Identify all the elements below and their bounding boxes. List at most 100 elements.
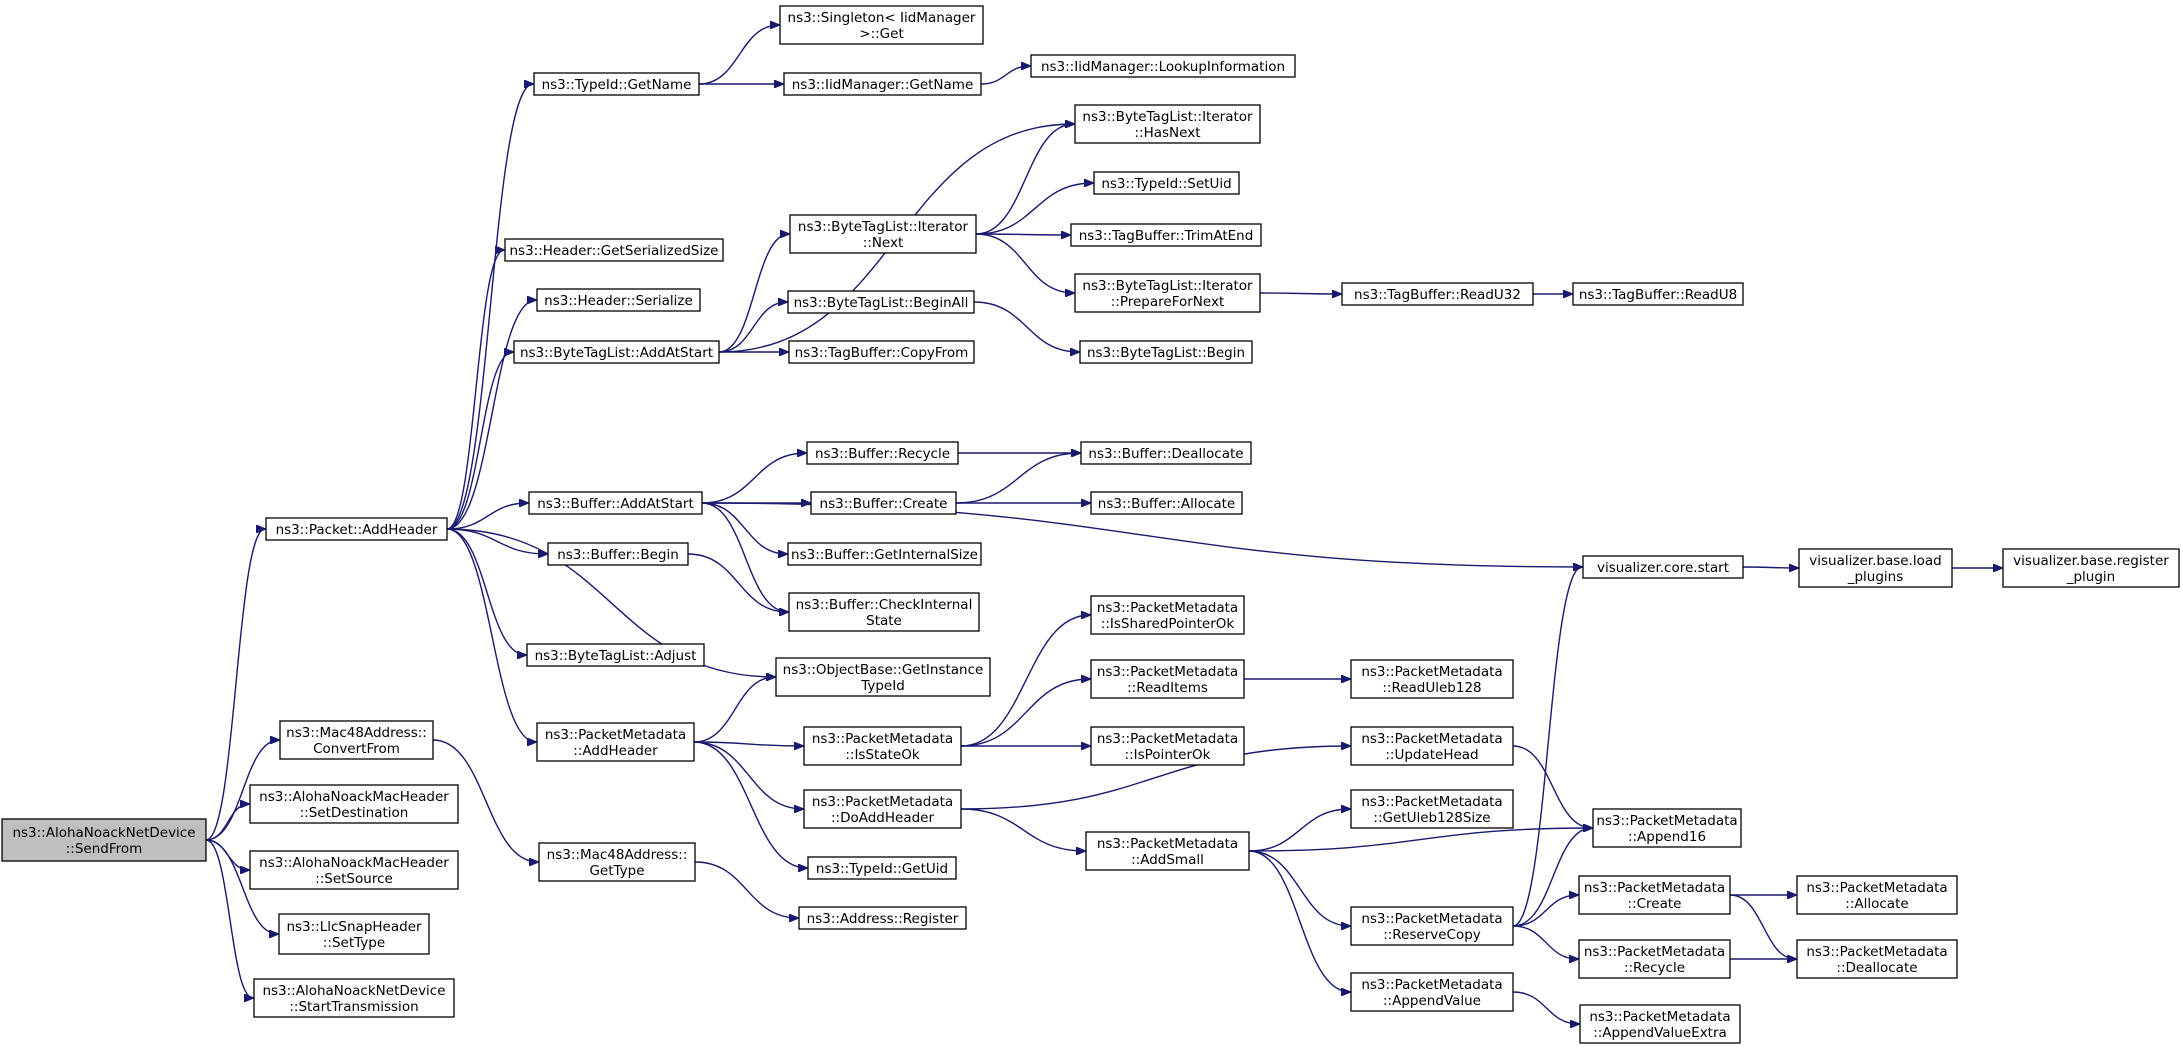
node-pm_allocate[interactable]: ns3::PacketMetadata::Allocate bbox=[1796, 875, 1958, 915]
node-mac48_gettype[interactable]: ns3::Mac48Address::GetType bbox=[538, 842, 696, 882]
node-starttx[interactable]: ns3::AlohaNoackNetDevice::StartTransmiss… bbox=[253, 978, 455, 1018]
node-btl_adjust[interactable]: ns3::ByteTagList::Adjust bbox=[526, 643, 705, 667]
node-label-line: ns3::ByteTagList::Adjust bbox=[535, 648, 697, 664]
node-label-line: ::UpdateHead bbox=[1385, 747, 1478, 763]
node-buf_addatstart[interactable]: ns3::Buffer::AddAtStart bbox=[528, 491, 703, 515]
edge-pm_reservecopy-to-pm_append16 bbox=[1512, 828, 1592, 927]
node-pm_create[interactable]: ns3::PacketMetadata::Create bbox=[1578, 875, 1731, 915]
node-setsource[interactable]: ns3::AlohaNoackMacHeader::SetSource bbox=[249, 850, 459, 890]
node-singleton_get[interactable]: ns3::Singleton< IidManager >::Get bbox=[779, 5, 984, 45]
node-label-line: ns3::Mac48Address:: bbox=[547, 847, 688, 863]
node-pm_appendvalue[interactable]: ns3::PacketMetadata::AppendValue bbox=[1350, 972, 1514, 1012]
edge-arrow bbox=[973, 301, 1079, 352]
edge-buf_addatstart-to-buf_checkinternal bbox=[701, 502, 788, 612]
node-label-line: ::IsPointerOk bbox=[1125, 747, 1211, 763]
node-hdr_getsize[interactable]: ns3::Header::GetSerializedSize bbox=[504, 238, 724, 262]
node-box bbox=[279, 720, 434, 760]
node-pm_deallocate[interactable]: ns3::PacketMetadata::Deallocate bbox=[1796, 939, 1958, 979]
node-tb_readu32[interactable]: ns3::TagBuffer::ReadU32 bbox=[1341, 282, 1534, 306]
node-pm_addsmall[interactable]: ns3::PacketMetadata::AddSmall bbox=[1085, 831, 1250, 871]
node-vis_load[interactable]: visualizer.base.load_plugins bbox=[1798, 548, 1953, 588]
edge-arrow bbox=[1259, 293, 1341, 294]
node-btl_beginall[interactable]: ns3::ByteTagList::BeginAll bbox=[787, 290, 975, 314]
node-btl_addatstart[interactable]: ns3::ByteTagList::AddAtStart bbox=[513, 340, 720, 364]
node-vis_register[interactable]: visualizer.base.register_plugin bbox=[2002, 548, 2180, 588]
node-box bbox=[1070, 223, 1262, 247]
node-pm_appendvalueextra[interactable]: ns3::PacketMetadata::AppendValueExtra bbox=[1579, 1004, 1741, 1044]
node-iid_getname[interactable]: ns3::IidManager::GetName bbox=[783, 72, 982, 96]
edge-vis_start-to-vis_load bbox=[1742, 567, 1798, 568]
node-tb_copyfrom[interactable]: ns3::TagBuffer::CopyFrom bbox=[788, 340, 975, 364]
node-label-line: ns3::PacketMetadata bbox=[545, 727, 686, 743]
node-pm_recycle[interactable]: ns3::PacketMetadata::Recycle bbox=[1578, 939, 1731, 979]
edge-arrow bbox=[446, 352, 513, 530]
node-addheader[interactable]: ns3::Packet::AddHeader bbox=[265, 517, 448, 541]
node-pm_addheader[interactable]: ns3::PacketMetadata::AddHeader bbox=[536, 722, 695, 762]
node-pm_issharedptr[interactable]: ns3::PacketMetadata::IsSharedPointerOk bbox=[1090, 595, 1245, 635]
node-pm_reservecopy[interactable]: ns3::PacketMetadata::ReserveCopy bbox=[1350, 906, 1514, 946]
node-btli_hasnext[interactable]: ns3::ByteTagList::Iterator::HasNext bbox=[1074, 104, 1261, 144]
node-sendfrom[interactable]: ns3::AlohaNoackNetDevice::SendFrom bbox=[1, 818, 207, 862]
node-addr_register[interactable]: ns3::Address::Register bbox=[798, 906, 967, 930]
node-label-line: ::SetType bbox=[323, 935, 385, 951]
node-vis_start[interactable]: visualizer.core.start bbox=[1582, 555, 1744, 579]
node-box bbox=[803, 789, 962, 829]
node-buf_recycle[interactable]: ns3::Buffer::Recycle bbox=[806, 441, 959, 465]
node-box bbox=[788, 340, 975, 364]
node-box bbox=[1090, 491, 1243, 515]
edge-arrow bbox=[446, 300, 536, 530]
node-pm_append16[interactable]: ns3::PacketMetadata::Append16 bbox=[1592, 808, 1742, 848]
node-pm_readuleb[interactable]: ns3::PacketMetadata::ReadUleb128 bbox=[1350, 659, 1514, 699]
edge-addheader-to-hdr_getsize bbox=[446, 250, 504, 530]
node-label-line: ::Next bbox=[863, 235, 904, 251]
node-btli_next[interactable]: ns3::ByteTagList::Iterator::Next bbox=[789, 214, 977, 254]
node-buf_alloc[interactable]: ns3::Buffer::Allocate bbox=[1090, 491, 1243, 515]
node-buf_getinternal[interactable]: ns3::Buffer::GetInternalSize bbox=[787, 542, 982, 566]
node-pm_getuleb[interactable]: ns3::PacketMetadata::GetUleb128Size bbox=[1350, 789, 1514, 829]
node-pm_doaddheader[interactable]: ns3::PacketMetadata::DoAddHeader bbox=[803, 789, 962, 829]
node-buf_dealloc[interactable]: ns3::Buffer::Deallocate bbox=[1080, 441, 1252, 465]
node-box bbox=[810, 491, 957, 515]
node-box bbox=[1796, 875, 1958, 915]
node-pm_updatehead[interactable]: ns3::PacketMetadata::UpdateHead bbox=[1350, 726, 1514, 766]
edge-pm_isstateok-to-pm_readitems bbox=[960, 679, 1090, 747]
node-setdest[interactable]: ns3::AlohaNoackMacHeader::SetDestination bbox=[249, 784, 459, 824]
node-label-line: ::SetDestination bbox=[300, 805, 409, 821]
node-pm_ispointer[interactable]: ns3::PacketMetadata::IsPointerOk bbox=[1090, 726, 1245, 766]
node-typeid_getuid[interactable]: ns3::TypeId::GetUid bbox=[807, 856, 957, 880]
node-label-line: ns3::PacketMetadata bbox=[1361, 664, 1502, 680]
node-tb_trimatend[interactable]: ns3::TagBuffer::TrimAtEnd bbox=[1070, 223, 1262, 247]
node-label-line: ::ReserveCopy bbox=[1383, 927, 1481, 943]
node-label-line: ::Append16 bbox=[1628, 829, 1706, 845]
node-btli_prepare[interactable]: ns3::ByteTagList::Iterator::PrepareForNe… bbox=[1074, 273, 1261, 313]
node-label-line: ::ReadItems bbox=[1127, 680, 1208, 696]
edge-addheader-to-typeid_getname bbox=[446, 84, 533, 530]
node-box bbox=[787, 542, 982, 566]
node-settype[interactable]: ns3::LlcSnapHeader::SetType bbox=[278, 913, 430, 955]
edge-btli_next-to-btli_prepare bbox=[975, 233, 1074, 293]
node-buf_begin[interactable]: ns3::Buffer::Begin bbox=[547, 542, 689, 566]
node-label-line: ns3::Buffer::GetInternalSize bbox=[791, 547, 978, 563]
node-box bbox=[1578, 939, 1731, 979]
node-pm_readitems[interactable]: ns3::PacketMetadata::ReadItems bbox=[1090, 659, 1245, 699]
node-convertfrom[interactable]: ns3::Mac48Address::ConvertFrom bbox=[279, 720, 434, 760]
node-label-line: visualizer.base.register bbox=[2013, 553, 2169, 569]
node-typeid_getname[interactable]: ns3::TypeId::GetName bbox=[533, 72, 700, 96]
node-tb_readu8[interactable]: ns3::TagBuffer::ReadU8 bbox=[1572, 282, 1744, 306]
node-box bbox=[788, 592, 980, 632]
edge-convertfrom-to-mac48_gettype bbox=[432, 739, 538, 862]
node-box bbox=[528, 491, 703, 515]
node-label-line: ns3::IidManager::LookupInformation bbox=[1041, 59, 1285, 75]
node-box bbox=[533, 72, 700, 96]
node-buf_create[interactable]: ns3::Buffer::Create bbox=[810, 491, 957, 515]
node-btl_begin[interactable]: ns3::ByteTagList::Begin bbox=[1079, 340, 1253, 364]
node-pm_isstateok[interactable]: ns3::PacketMetadata::IsStateOk bbox=[803, 726, 962, 766]
edge-arrow bbox=[1248, 850, 1350, 992]
node-typeid_setuid[interactable]: ns3::TypeId::SetUid bbox=[1093, 171, 1240, 195]
edge-arrow bbox=[718, 302, 787, 353]
node-hdr_serialize[interactable]: ns3::Header::Serialize bbox=[536, 288, 701, 312]
edge-typeid_getname-to-singleton_get bbox=[698, 25, 779, 85]
node-iid_lookup[interactable]: ns3::IidManager::LookupInformation bbox=[1030, 54, 1296, 78]
